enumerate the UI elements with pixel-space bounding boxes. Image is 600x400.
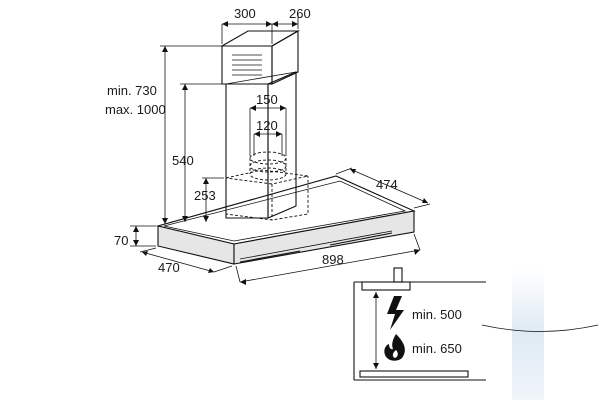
dim-chimney-height: 540: [172, 153, 194, 168]
dim-height-max: max. 1000: [105, 102, 166, 117]
clearance-gas-label: min. 650: [412, 341, 462, 356]
dim-height-min: min. 730: [107, 83, 157, 98]
dimension-lines: [130, 14, 431, 283]
dim-outlet-outer: 150: [256, 92, 278, 107]
flame-icon: [384, 334, 405, 361]
dim-hood-thickness: 70: [114, 233, 128, 248]
dimension-arrowheads: [133, 21, 428, 285]
dim-hood-width: 898: [322, 252, 344, 267]
outlet-collar: [249, 151, 287, 181]
chimney-upper: [219, 30, 301, 85]
watermark-logo: [481, 268, 599, 400]
clearance-electric-label: min. 500: [412, 307, 462, 322]
hood-canopy: [155, 175, 416, 265]
dimension-labels: 300 260 min. 730 max. 1000 540 150 120 2…: [105, 6, 398, 275]
clearance-inset: min. 500 min. 650: [353, 267, 486, 381]
dim-chimney-width: 300: [234, 6, 256, 21]
dim-chimney-depth: 260: [289, 6, 311, 21]
lightning-bolt-icon: [387, 296, 404, 330]
dim-hood-depth-top: 474: [376, 177, 398, 192]
dim-motor-height: 253: [194, 188, 216, 203]
chimney-lower: [225, 71, 297, 219]
dim-outlet-inner: 120: [256, 118, 278, 133]
dim-hood-depth-side: 470: [158, 260, 180, 275]
motor-housing: [225, 169, 309, 221]
